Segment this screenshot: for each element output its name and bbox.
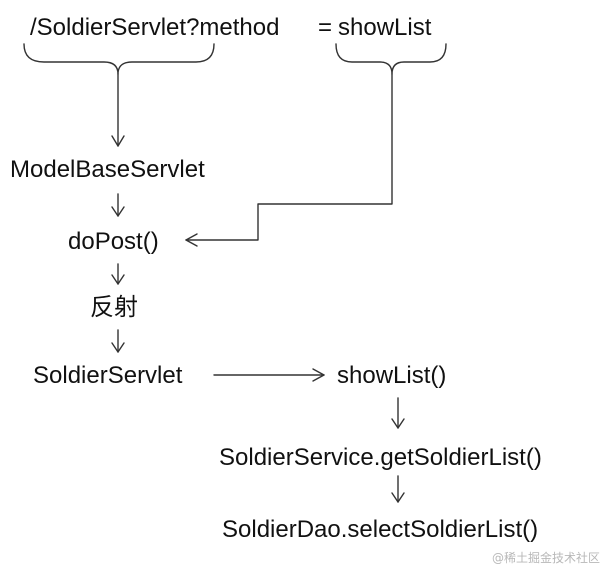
node-soldier-dao: SoldierDao.selectSoldierList()	[222, 516, 539, 543]
arrowhead-soldierservlet-to-showlist	[312, 368, 325, 382]
node-reflection: 反射	[90, 294, 138, 321]
url-method-value: showList	[338, 14, 432, 41]
arrowhead-reflection-to-soldierservlet	[111, 342, 125, 353]
url-equals-sign: =	[318, 14, 333, 41]
node-show-list: showList()	[337, 362, 447, 389]
url-servlet-path: /SoldierServlet?method	[30, 14, 280, 41]
node-model-base-servlet: ModelBaseServlet	[10, 156, 205, 183]
arrowhead-url-to-modelbaseservlet	[111, 135, 125, 147]
node-soldier-servlet: SoldierServlet	[33, 362, 183, 389]
arrowhead-dopost-to-reflection	[111, 274, 125, 285]
arrowhead-showlist-to-dopost	[185, 233, 198, 247]
arrowhead-modelbase-to-dopost	[111, 206, 125, 217]
watermark: @稀土掘金技术社区	[492, 551, 601, 565]
right-brace	[335, 43, 447, 75]
arrowhead-showlist-to-service	[391, 418, 405, 429]
arrow-showlist-to-dopost	[185, 73, 393, 241]
node-do-post: doPost()	[68, 228, 159, 255]
node-soldier-service: SoldierService.getSoldierList()	[219, 444, 542, 471]
arrowhead-service-to-dao	[391, 492, 405, 503]
left-brace	[23, 43, 215, 75]
